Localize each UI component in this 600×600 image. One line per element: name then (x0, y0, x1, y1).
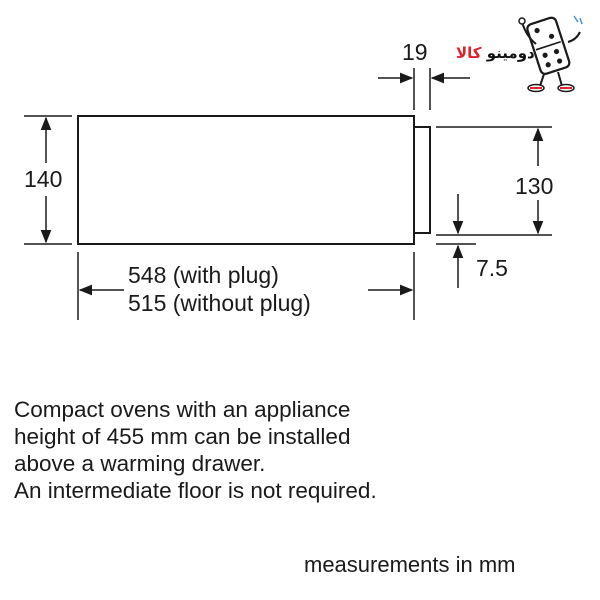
brand-logo: دومینو کالا (456, 14, 586, 94)
panel-offset-label: 19 (402, 39, 428, 65)
note-line: Compact ovens with an appliance (14, 397, 351, 422)
appliance-body (77, 115, 415, 245)
logo-text-red: کالا (456, 44, 482, 62)
depth-dimension (77, 252, 415, 320)
height-side-label: 130 (515, 173, 553, 199)
dimension-diagram: 140 130 7.5 19 548 (with plug) 515 (with… (24, 39, 553, 320)
front-panel (413, 126, 431, 234)
domino-mascot-icon (518, 15, 583, 93)
panel-offset-dimension (378, 68, 470, 110)
note-line: height of 455 mm can be installed (14, 424, 351, 449)
note-line: An intermediate floor is not required. (14, 478, 377, 503)
height-front-label: 140 (24, 166, 62, 192)
logo-text: دومینو کالا (456, 44, 535, 62)
installation-note: Compact ovens with an appliance height o… (14, 396, 377, 504)
note-line: above a warming drawer. (14, 451, 266, 476)
height-dimension-130 (436, 126, 552, 288)
depth-without-plug-label: 515 (without plug) (128, 290, 311, 316)
depth-with-plug-label: 548 (with plug) (128, 262, 279, 288)
height-dimension-140 (24, 115, 72, 245)
units-label: measurements in mm (304, 552, 516, 577)
logo-text-dark: دومینو (486, 44, 535, 62)
bottom-offset-label: 7.5 (476, 255, 508, 281)
